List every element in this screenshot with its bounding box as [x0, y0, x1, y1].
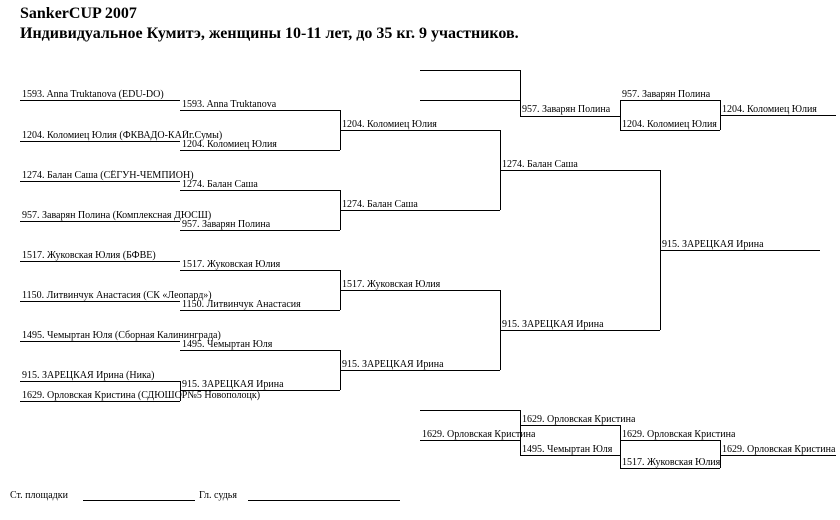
- entry-round2: 1495. Чемыртан Юля: [182, 339, 273, 350]
- entry-round3: 1517. Жуковская Юлия: [342, 279, 441, 290]
- repechage-winner: 1629. Орловская Кристина: [722, 444, 836, 455]
- repechage-entry: 1629. Орловская Кристина: [522, 414, 636, 425]
- judge-label: Гл. судья: [199, 490, 237, 501]
- repechage-winner: 1204. Коломиец Юлия: [722, 104, 817, 115]
- referee-signature-line: [83, 500, 195, 501]
- entry-round1: 1629. Орловская Кристина (СДЮШОР№5 Новоп…: [22, 390, 261, 401]
- repechage-entry: 957. Заварян Полина: [522, 104, 611, 115]
- entry-round1: 915. ЗАРЕЦКАЯ Ирина (Ника): [22, 370, 155, 381]
- page-title: SankerCUP 2007: [20, 5, 137, 22]
- entry-round1: 1495. Чемыртан Юля (Сборная Калининграда…: [22, 330, 221, 341]
- entry-round3: 915. ЗАРЕЦКАЯ Ирина: [342, 359, 444, 370]
- entry-round1: 1593. Anna Truktanova (EDU-DO): [22, 89, 164, 100]
- repechage-entry: 1629. Орловская Кристина: [422, 429, 536, 440]
- repechage-entry: 957. Заварян Полина: [622, 89, 711, 100]
- entry-semifinal: 1274. Балан Саша: [502, 159, 578, 170]
- repechage-entry: 1517. Жуковская Юлия: [622, 457, 721, 468]
- entry-round2: 1274. Балан Саша: [182, 179, 258, 190]
- entry-round1: 1274. Балан Саша (СЁГУН-ЧЕМПИОН): [22, 170, 194, 181]
- entry-round1: 1150. Литвинчук Анастасия (СК «Леопард»): [22, 290, 212, 301]
- entry-round2: 957. Заварян Полина: [182, 219, 271, 230]
- entry-round3: 1274. Балан Саша: [342, 199, 418, 210]
- page-subtitle: Индивидуальное Кумитэ, женщины 10-11 лет…: [20, 25, 519, 42]
- entry-round1: 1517. Жуковская Юлия (БФВЕ): [22, 250, 156, 261]
- entry-round2: 1150. Литвинчук Анастасия: [182, 299, 301, 310]
- final-winner: 915. ЗАРЕЦКАЯ Ирина: [662, 239, 764, 250]
- judge-signature-line: [248, 500, 400, 501]
- referee-label: Ст. площадки: [10, 490, 68, 501]
- entry-round3: 1204. Коломиец Юлия: [342, 119, 437, 130]
- entry-round2: 1517. Жуковская Юлия: [182, 259, 281, 270]
- repechage-entry: 1204. Коломиец Юлия: [622, 119, 717, 130]
- entry-round1: 1204. Коломиец Юлия (ФКВАДО-КАЙг.Сумы): [22, 130, 223, 141]
- repechage-entry: 1495. Чемыртан Юля: [522, 444, 613, 455]
- entry-round2: 1593. Anna Truktanova: [182, 99, 277, 110]
- repechage-entry: 1629. Орловская Кристина: [622, 429, 736, 440]
- entry-round1: 957. Заварян Полина (Комплексная ДЮСШ): [22, 210, 212, 221]
- entry-semifinal: 915. ЗАРЕЦКАЯ Ирина: [502, 319, 604, 330]
- entry-round2: 1204. Коломиец Юлия: [182, 139, 277, 150]
- entry-round2: 915. ЗАРЕЦКАЯ Ирина: [182, 379, 284, 390]
